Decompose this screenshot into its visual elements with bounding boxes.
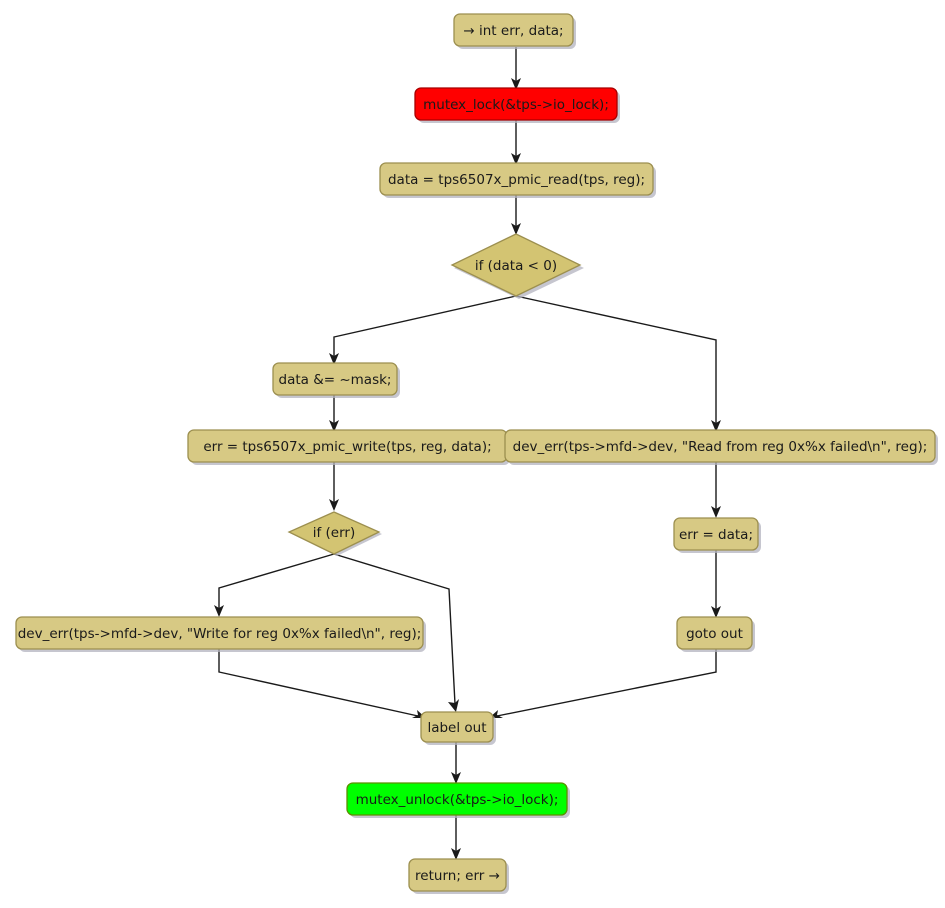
- node-dev-err-read[interactable]: dev_err(tps->mfd->dev, "Read from reg 0x…: [504, 429, 938, 465]
- node-goto-out[interactable]: goto out: [676, 616, 755, 652]
- edge-labelout-to-unlock: [451, 742, 461, 784]
- node-label-out-label: label out: [427, 720, 486, 736]
- node-err-equals-data[interactable]: err = data;: [673, 517, 761, 553]
- node-if-err[interactable]: if (err): [287, 511, 382, 556]
- node-dev-err-write-label: dev_err(tps->mfd->dev, "Write for reg 0x…: [18, 626, 422, 642]
- node-return-box: [408, 858, 507, 892]
- node-pmic-write-label: err = tps6507x_pmic_write(tps, reg, data…: [203, 439, 491, 455]
- node-label-out-box: [420, 711, 494, 743]
- edge-readerr-to-errdata: [711, 462, 721, 518]
- node-if-err-label: if (err): [313, 525, 356, 541]
- node-data-mask-box: [272, 362, 398, 396]
- node-start-box: [453, 13, 574, 47]
- edge-layer: [214, 47, 721, 860]
- edge-unlock-to-return: [451, 815, 461, 860]
- node-start-label: → int err, data;: [463, 23, 563, 39]
- node-goto-out-box: [676, 616, 753, 650]
- node-mutex-unlock[interactable]: mutex_unlock(&tps->io_lock);: [346, 782, 570, 818]
- node-if-data-label: if (data < 0): [475, 258, 557, 274]
- edge-ifdata-to-readerr: [515, 295, 721, 432]
- edge-lock-to-read: [511, 120, 521, 165]
- node-data-mask[interactable]: data &= ~mask;: [272, 362, 400, 398]
- edge-errdata-to-gotoout: [711, 548, 721, 618]
- node-dev-err-write-box: [15, 616, 424, 650]
- edge-iferr-to-writeerr: [214, 553, 335, 617]
- node-mutex-lock-label: mutex_lock(&tps->io_lock);: [423, 97, 609, 113]
- edge-start-to-lock: [511, 47, 521, 90]
- edge-read-to-ifdata: [511, 195, 521, 235]
- edge-ifdata-to-mask: [329, 295, 517, 365]
- edge-mask-to-write: [329, 395, 339, 432]
- node-pmic-read-label: data = tps6507x_pmic_read(tps, reg);: [388, 172, 645, 188]
- node-pmic-read[interactable]: data = tps6507x_pmic_read(tps, reg);: [379, 162, 656, 198]
- node-mutex-lock-box: [414, 87, 618, 121]
- node-dev-err-write[interactable]: dev_err(tps->mfd->dev, "Write for reg 0x…: [15, 616, 426, 652]
- node-if-data-diamond: [450, 233, 582, 297]
- node-pmic-write[interactable]: err = tps6507x_pmic_write(tps, reg, data…: [187, 429, 510, 465]
- node-mutex-unlock-label: mutex_unlock(&tps->io_lock);: [356, 792, 559, 808]
- edge-iferr-to-labelout: [333, 553, 459, 712]
- node-if-data-lt-zero[interactable]: if (data < 0): [450, 233, 584, 299]
- node-pmic-read-box: [379, 162, 654, 196]
- edge-gotoout-to-labelout: [489, 648, 717, 718]
- node-err-equals-data-label: err = data;: [679, 527, 753, 543]
- node-dev-err-read-label: dev_err(tps->mfd->dev, "Read from reg 0x…: [513, 439, 928, 455]
- node-if-err-diamond: [287, 511, 381, 555]
- node-data-mask-label: data &= ~mask;: [279, 372, 392, 388]
- node-mutex-unlock-box: [346, 782, 568, 816]
- node-label-out[interactable]: label out: [420, 711, 496, 745]
- node-err-equals-data-box: [673, 517, 759, 551]
- node-dev-err-read-box: [504, 429, 936, 463]
- edge-writeerr-to-labelout: [218, 649, 426, 718]
- edge-write-to-iferr: [329, 462, 339, 511]
- node-start[interactable]: → int err, data;: [453, 13, 576, 49]
- node-mutex-lock[interactable]: mutex_lock(&tps->io_lock);: [414, 87, 620, 123]
- node-return-label: return; err →: [415, 868, 500, 884]
- node-return[interactable]: return; err →: [408, 858, 509, 894]
- node-goto-out-label: goto out: [686, 626, 743, 642]
